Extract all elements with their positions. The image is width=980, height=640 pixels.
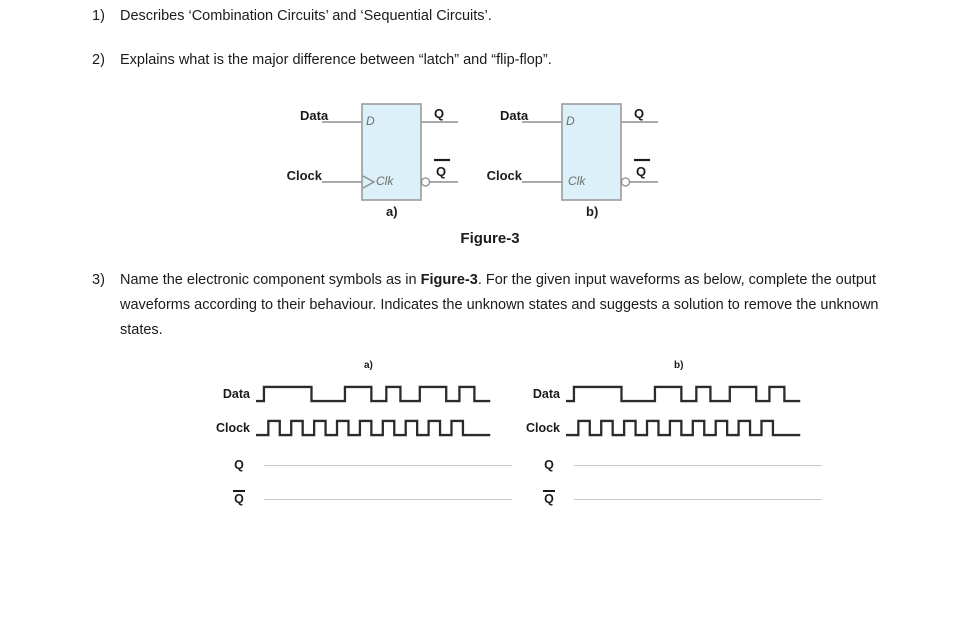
- flipflop-body: [361, 103, 422, 201]
- q-output-label: Q: [434, 106, 445, 121]
- question-text-bold: Figure-3: [420, 272, 478, 288]
- waveform-label-clock: Clock: [215, 421, 250, 435]
- waveform-label-clock: Clock: [525, 421, 560, 435]
- waveform-row-clock: Clock: [524, 416, 802, 440]
- question-text: Name the electronic component symbols as…: [120, 268, 892, 343]
- question-text-part1: Name the electronic component symbols as…: [120, 272, 421, 288]
- waveform-group-b-tag: b): [674, 360, 684, 371]
- data-input-label: Data: [300, 108, 329, 123]
- symbol-a-label: a): [386, 204, 398, 219]
- question-item-2: 2) Explains what is the major difference…: [92, 48, 892, 73]
- waveform-group-a-tag: a): [364, 360, 373, 371]
- waveform-label-qbar: Q: [532, 490, 566, 506]
- data-waveform-trace: [256, 385, 491, 403]
- symbol-b-label: b): [586, 204, 599, 219]
- question-number: 3): [92, 272, 105, 288]
- qbar-output-label: Q: [436, 164, 447, 179]
- qbar-answer-line[interactable]: [574, 498, 822, 500]
- inverting-bubble-icon: [420, 177, 431, 187]
- question-number: 2): [92, 52, 105, 68]
- data-waveform-trace: [566, 385, 801, 403]
- waveform-row-q: Q: [222, 458, 512, 472]
- pin-d-label: D: [566, 114, 575, 128]
- data-input-label: Data: [500, 108, 529, 123]
- qbar-answer-line[interactable]: [264, 498, 512, 500]
- question-item-1: 1) Describes ‘Combination Circuits’ and …: [92, 4, 892, 29]
- question-text: Describes ‘Combination Circuits’ and ‘Se…: [120, 8, 492, 24]
- question-number: 1): [92, 8, 105, 24]
- waveform-row-data: Data: [214, 382, 492, 406]
- qbar-output-label: Q: [636, 164, 647, 179]
- flipflop-symbol-a: Data Clock D Clk Q Q a): [287, 100, 490, 228]
- question-item-3: 3) Name the electronic component symbols…: [92, 268, 892, 343]
- inverting-bubble-icon: [620, 177, 631, 187]
- waveform-row-q: Q: [532, 458, 822, 472]
- clock-waveform-trace: [566, 419, 801, 437]
- clock-waveform-trace: [256, 419, 491, 437]
- flipflop-symbol-b-drawing: [522, 103, 658, 201]
- waveform-label-q: Q: [544, 458, 554, 472]
- pin-clk-label: Clk: [568, 174, 586, 188]
- q-output-label: Q: [634, 106, 645, 121]
- question-text: Explains what is the major difference be…: [120, 52, 552, 68]
- figure-caption: Figure-3: [0, 230, 980, 247]
- waveform-label-data: Data: [532, 387, 560, 401]
- waveform-row-qbar: Q: [532, 490, 822, 506]
- q-answer-line[interactable]: [264, 464, 512, 466]
- q-answer-line[interactable]: [574, 464, 822, 466]
- pin-d-label: D: [366, 114, 375, 128]
- pin-clk-label: Clk: [376, 174, 394, 188]
- waveform-label-qbar-text: Q: [543, 490, 555, 506]
- waveform-row-qbar: Q: [222, 490, 512, 506]
- waveform-label-data: Data: [222, 387, 250, 401]
- flipflop-symbol-b: Data Clock D Clk Q Q b): [487, 100, 690, 228]
- clock-input-label: Clock: [286, 168, 322, 183]
- waveform-label-qbar: Q: [222, 490, 256, 506]
- waveform-label-q: Q: [234, 458, 244, 472]
- waveform-row-data: Data: [524, 382, 802, 406]
- clock-input-label: Clock: [486, 168, 522, 183]
- flipflop-body: [561, 103, 622, 201]
- figure-caption-text: Figure-3: [460, 230, 520, 247]
- question-text-part2: . For the given input waveforms as below…: [120, 272, 879, 338]
- waveform-row-clock: Clock: [214, 416, 492, 440]
- edge-trigger-icon: [362, 175, 376, 189]
- waveform-label-qbar-text: Q: [233, 490, 245, 506]
- flipflop-symbol-a-drawing: [322, 103, 458, 201]
